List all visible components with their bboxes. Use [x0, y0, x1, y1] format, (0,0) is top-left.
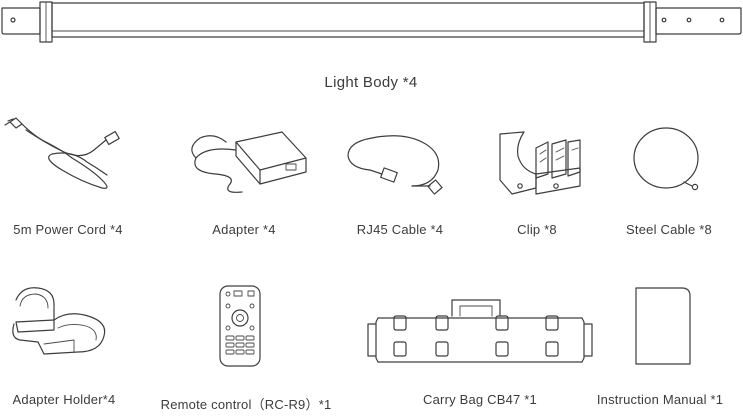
carry-bag-illustration	[366, 294, 594, 366]
rj45-cable-label: RJ45 Cable *4	[356, 222, 444, 237]
instruction-manual-illustration	[634, 286, 694, 366]
carry-bag-label: Carry Bag CB47 *1	[423, 392, 537, 407]
light-body-label: Light Body *4	[324, 74, 418, 91]
clip-illustration	[496, 128, 588, 200]
steel-cable-illustration	[628, 124, 708, 200]
adapter-label: Adapter *4	[212, 222, 276, 237]
remote-control-label: Remote control（RC-R9）*1	[160, 397, 332, 412]
adapter-holder-illustration	[8, 282, 116, 362]
power-cord-illustration	[2, 110, 127, 195]
steel-cable-label: Steel Cable *8	[626, 222, 712, 237]
light-body-illustration	[0, 0, 743, 50]
instruction-manual-label: Instruction Manual *1	[596, 392, 724, 407]
remote-control-illustration	[218, 284, 262, 368]
adapter-illustration	[186, 128, 310, 198]
clip-label: Clip *8	[517, 222, 557, 237]
rj45-cable-illustration	[342, 130, 454, 198]
adapter-holder-label: Adapter Holder*4	[12, 392, 116, 407]
power-cord-label: 5m Power Cord *4	[13, 222, 123, 237]
